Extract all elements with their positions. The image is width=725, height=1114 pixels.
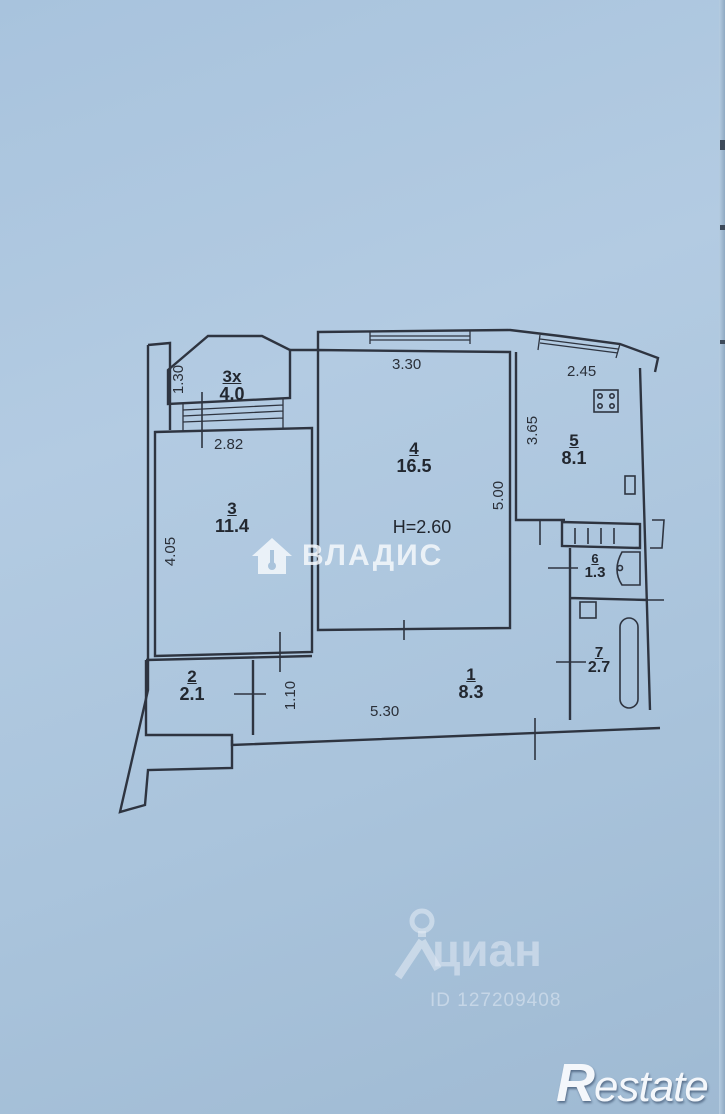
dim-room4-length: 5.00 bbox=[490, 480, 508, 511]
room-area: 16.5 bbox=[396, 456, 432, 476]
bathroom-walls bbox=[568, 548, 649, 720]
stove-burner-icon bbox=[608, 392, 615, 399]
cian-text: циан bbox=[432, 924, 542, 976]
dim-room3-width: 2.82 bbox=[214, 436, 244, 453]
window-kitchen bbox=[537, 334, 621, 359]
dim-balcony-depth: 1.30 bbox=[170, 364, 188, 395]
restate-logo-r: R bbox=[556, 1053, 595, 1113]
room-area: 8.3 bbox=[458, 682, 484, 702]
room-5-label: 5 8.1 bbox=[549, 432, 599, 467]
stove-burner-icon bbox=[596, 392, 603, 399]
room-7-label: 7 2.7 bbox=[584, 645, 614, 676]
room-3-outline bbox=[153, 426, 314, 658]
room-number: 3х bbox=[222, 367, 242, 386]
dim-hall-width: 1.10 bbox=[282, 680, 300, 711]
ceiling-height: H=2.60 bbox=[392, 517, 452, 537]
toilet-icon bbox=[616, 551, 641, 586]
room-number: 7 bbox=[594, 644, 604, 661]
restate-logo-text: estate bbox=[594, 1062, 709, 1111]
ventilation-block bbox=[560, 520, 642, 550]
room-4-label: 4 16.5 bbox=[384, 440, 444, 475]
stove-icon bbox=[593, 389, 619, 413]
wall-detail bbox=[648, 519, 665, 601]
room-1-2-outline bbox=[144, 654, 661, 747]
bathtub-icon bbox=[619, 617, 639, 709]
toilet-bowl-icon bbox=[616, 564, 624, 572]
room-2-label: 2 2.1 bbox=[172, 668, 212, 703]
room-number: 2 bbox=[187, 667, 197, 686]
vladis-watermark: ВЛАДИС bbox=[250, 536, 443, 576]
room-area: 2.7 bbox=[587, 659, 611, 676]
vent-grid bbox=[574, 528, 615, 544]
outer-wall-top bbox=[290, 328, 660, 373]
vladis-text: ВЛАДИС bbox=[302, 539, 444, 572]
stove-burner-icon bbox=[596, 402, 603, 409]
room-area: 11.4 bbox=[214, 516, 250, 536]
restate-logo: Restate bbox=[556, 1052, 709, 1114]
washbasin-icon bbox=[579, 601, 597, 619]
room-3-label: 3 11.4 bbox=[202, 500, 262, 535]
dim-hall-length: 5.30 bbox=[370, 703, 400, 720]
room-number: 5 bbox=[569, 431, 579, 450]
cian-listing-id: ID 127209408 bbox=[430, 990, 562, 1011]
balcony-window bbox=[182, 398, 284, 432]
room-number: 4 bbox=[409, 439, 419, 458]
edge-mark bbox=[720, 140, 725, 150]
room-3x-label: 3х 4.0 bbox=[212, 368, 252, 403]
room-number: 3 bbox=[227, 499, 237, 518]
location-pin-icon bbox=[394, 908, 442, 980]
house-key-icon bbox=[252, 538, 292, 574]
room-4-outline bbox=[316, 348, 512, 632]
stove-burner-icon bbox=[608, 402, 615, 409]
dim-kitchen-length: 3.65 bbox=[524, 415, 542, 446]
room-area: 1.3 bbox=[584, 564, 606, 581]
dim-kitchen-width: 2.45 bbox=[567, 363, 597, 380]
room-5-outline bbox=[514, 352, 652, 711]
window-room4 bbox=[369, 330, 471, 344]
room-number: 1 bbox=[466, 665, 476, 684]
room-number: 6 bbox=[591, 551, 599, 566]
room-area: 8.1 bbox=[561, 448, 587, 468]
room-area: 4.0 bbox=[219, 384, 245, 404]
sink-icon bbox=[624, 475, 636, 495]
dim-room3-length: 4.05 bbox=[162, 536, 180, 567]
room-1-label: 1 8.3 bbox=[446, 666, 496, 701]
outer-wall-left bbox=[118, 341, 234, 814]
room-area: 2.1 bbox=[179, 684, 205, 704]
edge-mark bbox=[720, 225, 725, 230]
page-edge bbox=[719, 0, 725, 1114]
dim-room4-width: 3.30 bbox=[392, 356, 422, 373]
edge-mark bbox=[720, 340, 725, 344]
room-6-label: 6 1.3 bbox=[580, 552, 610, 580]
cian-watermark: циан ID 127209408 bbox=[392, 905, 560, 1011]
